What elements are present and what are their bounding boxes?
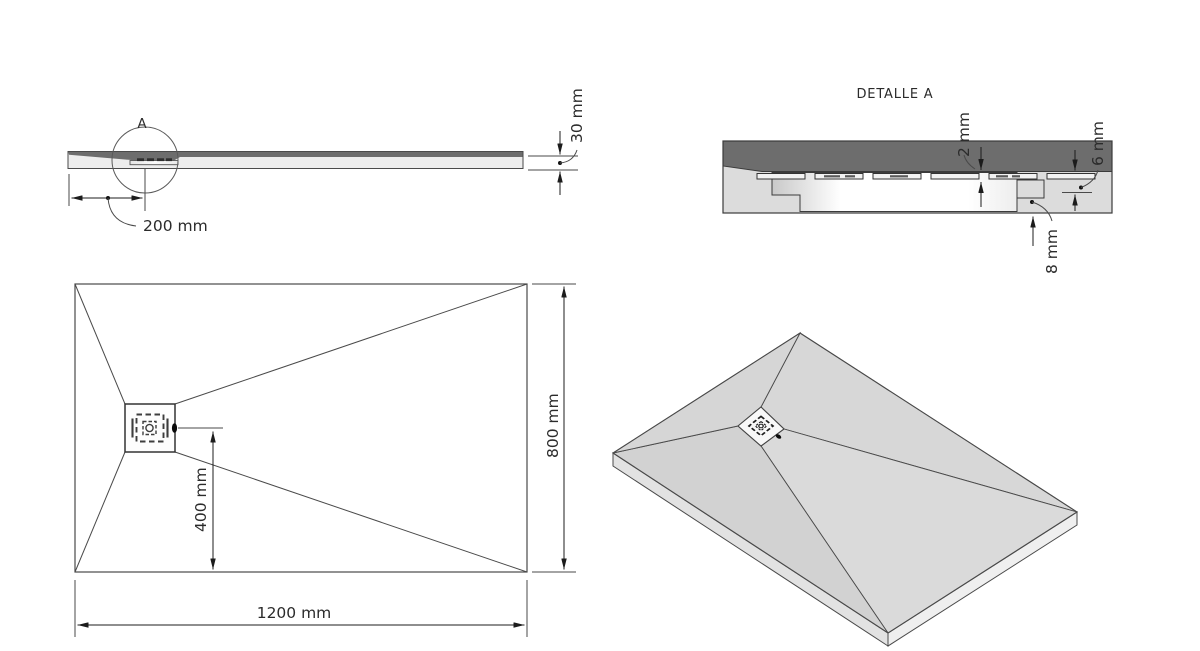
detail-view: DETALLE A 2 mm	[722, 87, 1113, 274]
dim-8mm-label: 8 mm	[1043, 229, 1061, 274]
detail-grate-slats	[756, 173, 1096, 180]
detail-section-outline	[722, 140, 1113, 214]
detail-view-title: DETALLE A	[857, 87, 934, 102]
plan-view: 400 mm 800 mm 1200 mm	[74, 283, 576, 637]
plan-drain-grate-icon	[131, 413, 169, 443]
dim-2mm: 2 mm	[955, 112, 984, 207]
plan-slope-creases	[74, 283, 528, 573]
dim-1200mm: 1200 mm	[74, 580, 528, 637]
detail-right-step	[1016, 179, 1045, 199]
dim-6mm-label: 6 mm	[1089, 121, 1107, 166]
dim-200mm: 200 mm	[68, 168, 208, 235]
dim-400mm-label: 400 mm	[192, 467, 210, 532]
dim-8mm-leader	[1031, 201, 1053, 222]
plan-drain-outlet-mark	[171, 423, 178, 433]
dim-200mm-label: 200 mm	[143, 217, 208, 235]
side-view: A 200 mm 30 mm	[67, 88, 586, 235]
iso-drain-frame	[737, 406, 785, 447]
side-view-drain-recess	[129, 160, 179, 166]
dim-30mm-leader	[559, 149, 578, 164]
dim-6mm-leader	[1080, 169, 1099, 188]
dim-2mm-leader	[963, 154, 976, 170]
iso-top-rim	[611, 332, 1079, 634]
dim-800mm: 800 mm	[532, 283, 576, 573]
dim-200mm-leader	[107, 197, 137, 227]
dim-6mm: 6 mm	[1062, 121, 1107, 211]
detail-circle-a-label: A	[137, 116, 147, 132]
dim-2mm-label: 2 mm	[955, 112, 973, 157]
dim-8mm: 8 mm	[1030, 200, 1061, 274]
dim-400mm: 400 mm	[178, 427, 223, 570]
side-view-drain-slats	[137, 158, 172, 162]
detail-surface-layer	[722, 140, 1113, 172]
iso-view	[611, 331, 1079, 647]
dim-30mm: 30 mm	[528, 88, 586, 195]
detail-drain-channel	[771, 172, 1018, 212]
side-view-tray-surface-band	[68, 152, 523, 161]
dim-30mm-label: 30 mm	[568, 88, 586, 143]
dim-800mm-label: 800 mm	[544, 393, 562, 458]
dim-1200mm-label: 1200 mm	[257, 604, 332, 622]
iso-drain-outlet-mark	[775, 434, 782, 439]
iso-drain-grate-icon	[747, 415, 775, 437]
